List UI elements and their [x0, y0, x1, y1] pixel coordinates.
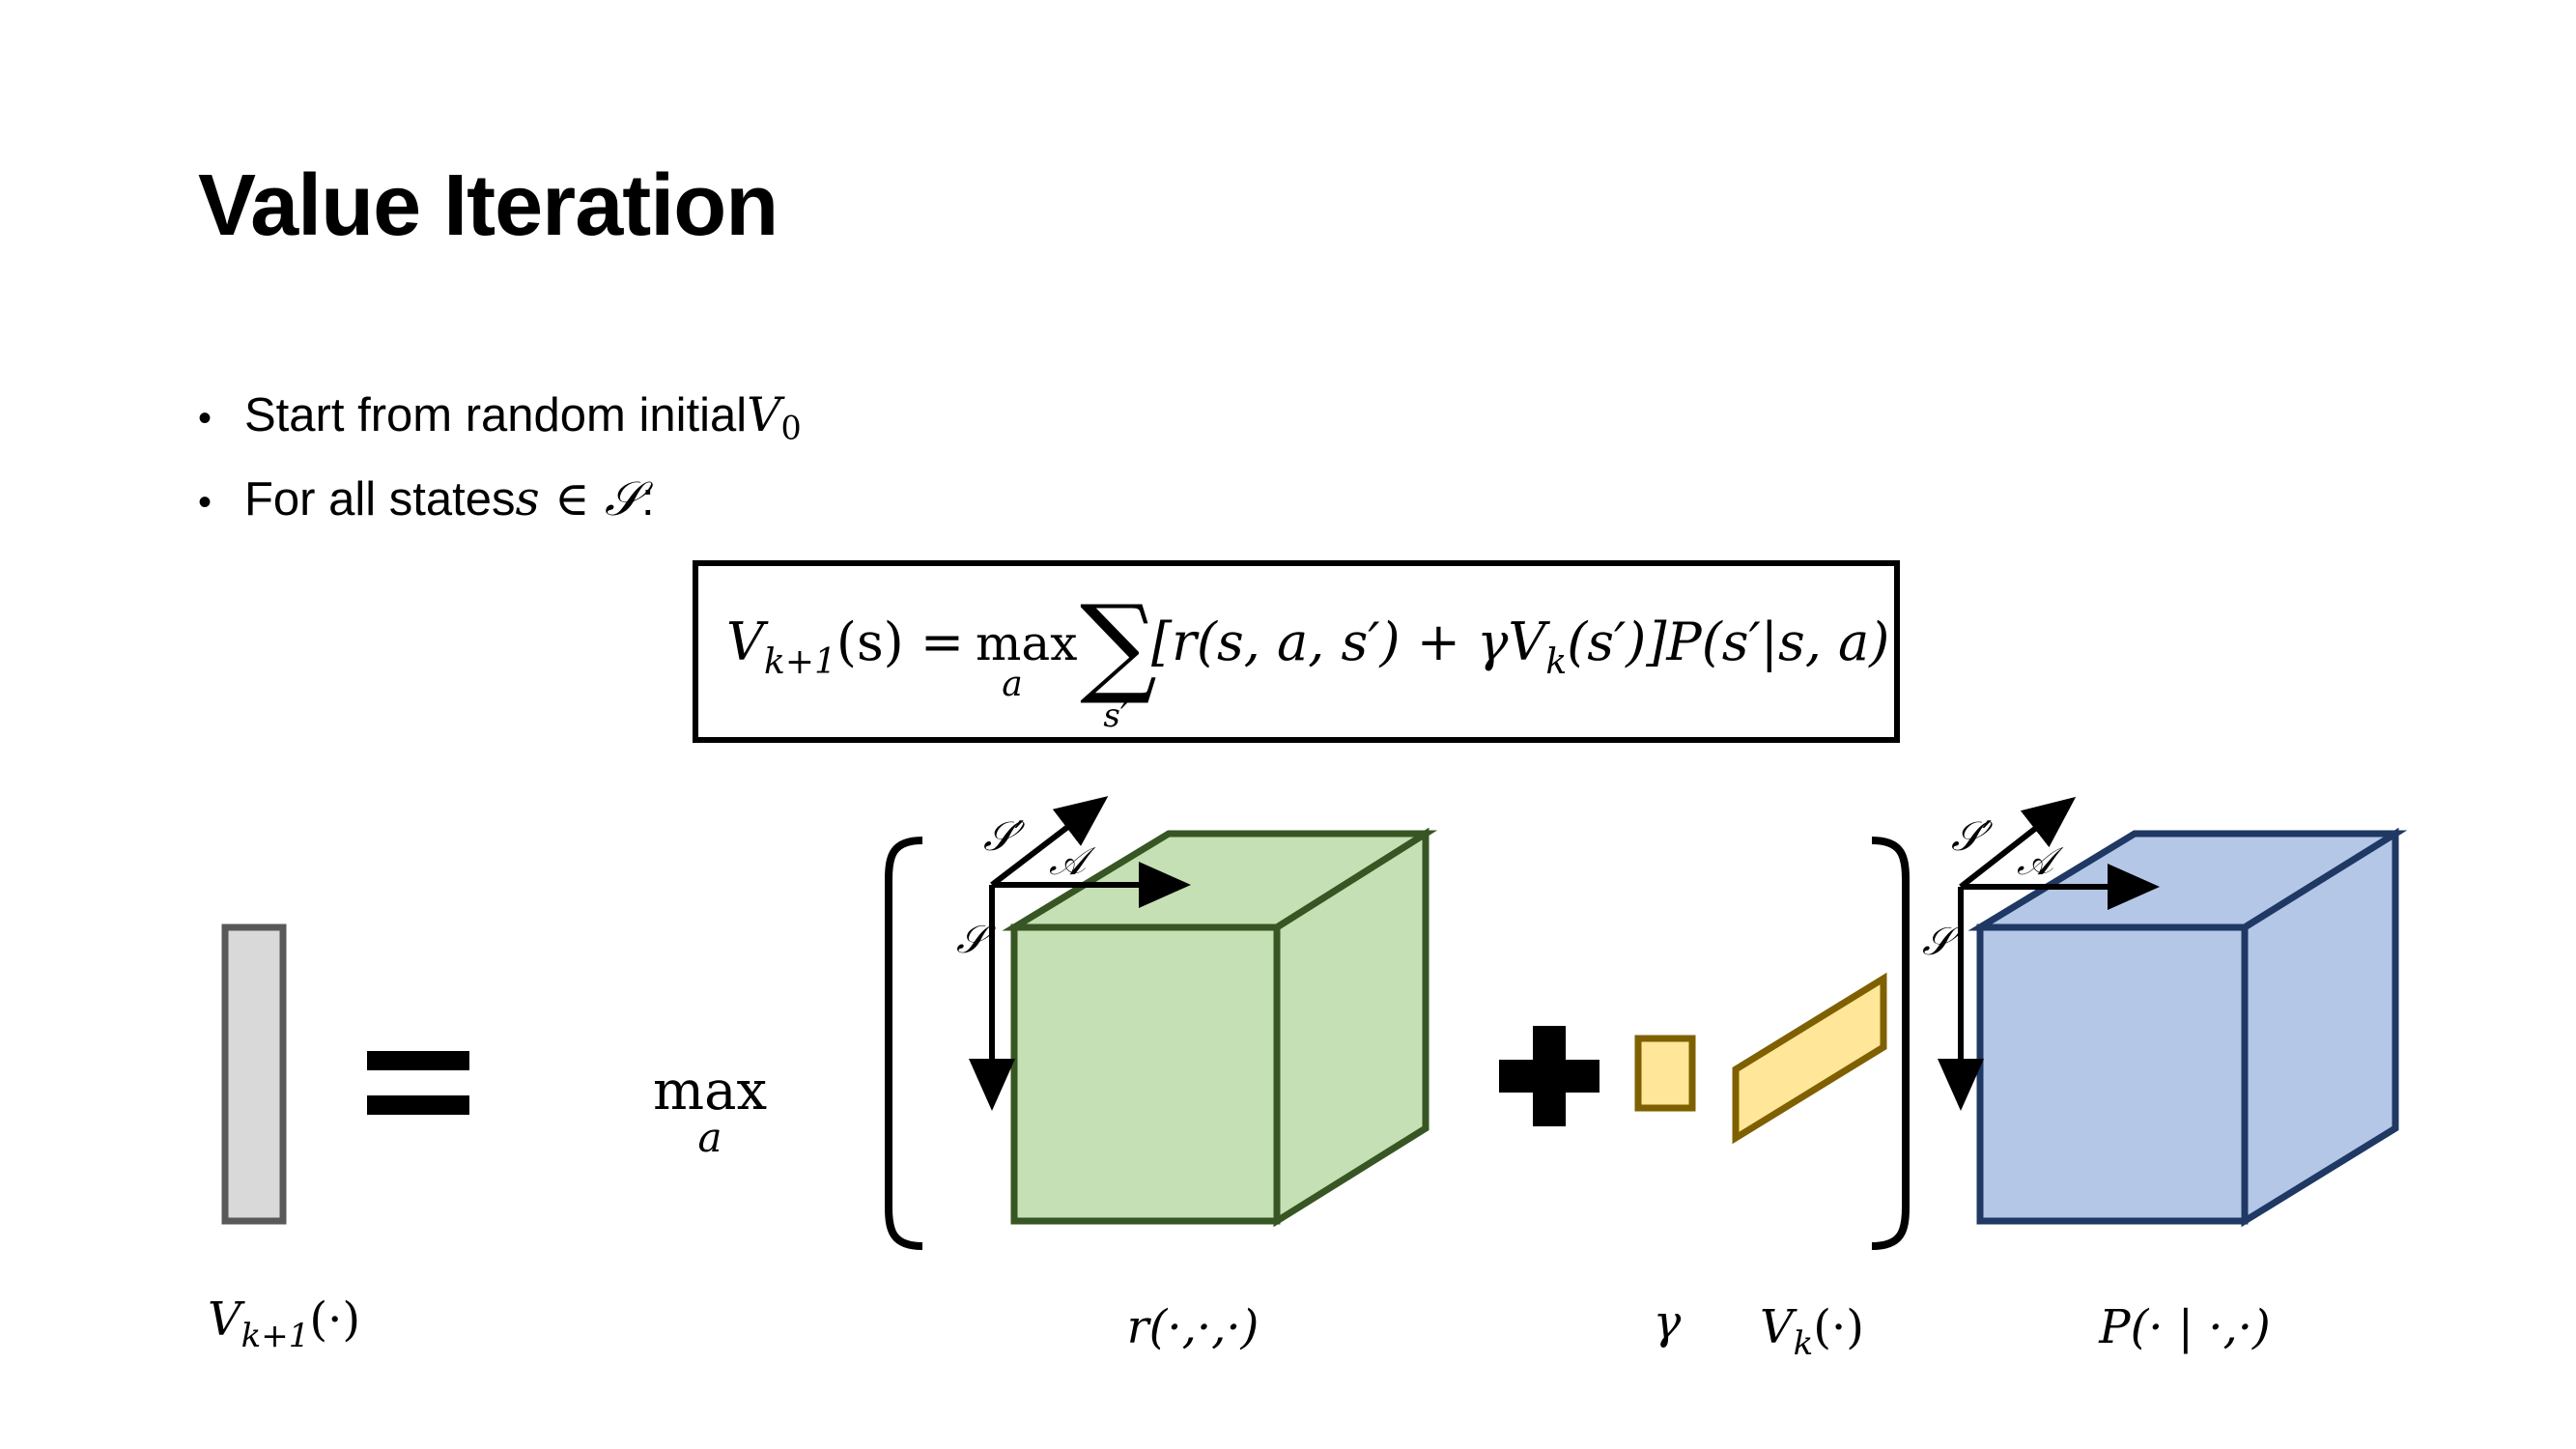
bullet-dot: • — [198, 397, 212, 440]
bullet-math-sub: 0 — [780, 409, 802, 447]
bullet-text: Start from random initial — [244, 389, 748, 441]
diagram-max-sub: a — [697, 1114, 722, 1161]
axis-label-state: 𝒮 — [1922, 920, 1962, 964]
bullet-math: s ∈ 𝒮 — [515, 471, 641, 526]
reward-cube-front — [1010, 923, 1281, 1225]
plus-sign — [1499, 1026, 1599, 1126]
diagram-max-label: max — [653, 1060, 767, 1122]
equation-rhs: [r(s, a, s′) + γVk(s′)]P(s′|s, a) — [1151, 611, 1889, 682]
prob-cube-front — [1976, 923, 2249, 1225]
reward-axes: 𝒮′ 𝒜 𝒮 — [956, 796, 1191, 1111]
bullet-dot: • — [198, 481, 212, 524]
v-next-vector — [221, 923, 287, 1225]
s-prime-axis-arrow — [990, 796, 1109, 888]
caption-v-k: Vk(·) — [1760, 1300, 1864, 1363]
caption-gamma: γ — [1654, 1295, 1682, 1350]
bullet-math-symbol: V — [747, 387, 781, 442]
bullet-math: V0 — [747, 391, 802, 444]
axis-label-s-prime: 𝒮′ — [983, 812, 1025, 860]
equation-max-sub: a — [1002, 665, 1022, 704]
bullet-states: • For all states s ∈ 𝒮 : — [198, 475, 802, 559]
reward-cube — [1002, 827, 1438, 1228]
caption-v-next: Vk+1(·) — [208, 1293, 360, 1355]
equation-frame — [693, 560, 1900, 743]
v-k-vector — [1732, 972, 1887, 1145]
prob-cube — [1967, 827, 2408, 1228]
gamma-scalar — [1634, 1035, 1696, 1112]
bullet-text: For all states — [244, 473, 516, 526]
equation-box: Vk+1(s) = max a ∑ s′ [r(s, a, s′) + γVk(… — [693, 560, 1900, 743]
axis-label-action: 𝒜 — [1049, 839, 1096, 884]
left-bracket — [885, 837, 923, 1250]
bullet-suffix: : — [640, 473, 655, 526]
equals-sign — [367, 1051, 469, 1115]
slide-title: Value Iteration — [198, 157, 778, 254]
axis-label-s-prime: 𝒮′ — [1951, 812, 1993, 860]
equation-sum-sub: s′ — [1103, 696, 1127, 735]
prob-axes: 𝒮′ 𝒜 𝒮 — [1922, 796, 2160, 1111]
equation-lhs: Vk+1(s) = — [726, 611, 964, 682]
caption-reward: r(·,·,·) — [1127, 1300, 1260, 1354]
bullet-list: • Start from random initial V0 • For all… — [198, 391, 802, 559]
right-bracket — [1871, 837, 1910, 1250]
bullet-start: • Start from random initial V0 — [198, 391, 802, 475]
s-prime-axis-arrow — [1959, 796, 2077, 890]
equation-max: max — [976, 615, 1077, 671]
equation-sum-symbol: ∑ — [1080, 582, 1157, 708]
caption-prob: P(· | ·,·) — [2098, 1300, 2270, 1354]
